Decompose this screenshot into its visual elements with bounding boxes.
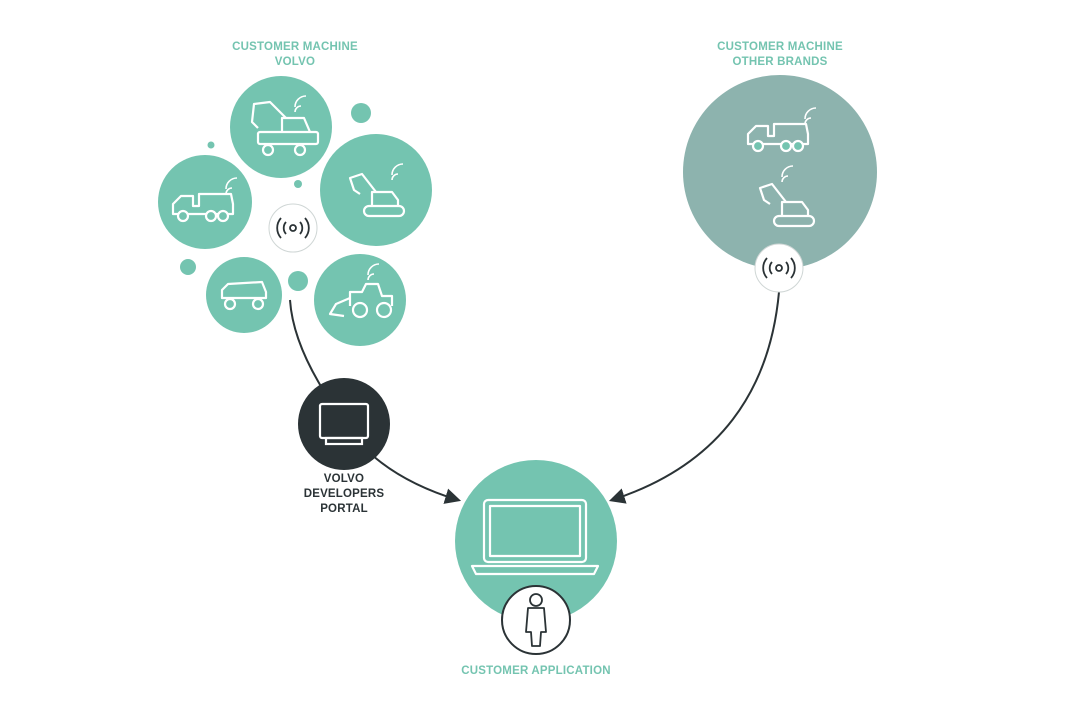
developers-portal-node (298, 378, 390, 470)
other-brands-bubble (683, 75, 877, 293)
customer-application-node (455, 460, 617, 655)
label-line: OTHER BRANDS (732, 56, 828, 68)
label-line: VOLVO (323, 473, 365, 485)
volvo-machine-bubble-hauler (158, 155, 252, 249)
volvo-machine-bubble-wheel-loader (314, 254, 406, 346)
excavator-wheeled-icon (250, 100, 320, 157)
label-line: CUSTOMER MACHINE (717, 41, 843, 53)
volvo-machine-bubble-dump-truck (206, 257, 282, 333)
wheel-loader-icon (328, 282, 394, 319)
label-line: PORTAL (320, 503, 368, 515)
label-line: CUSTOMER MACHINE (232, 41, 358, 53)
label-line: DEVELOPERS (303, 488, 385, 500)
label-line: CUSTOMER APPLICATION (461, 665, 611, 677)
connector-other-brands-to-application (608, 291, 780, 504)
decor-dot (180, 259, 196, 275)
monitor-icon (318, 402, 370, 446)
wireless-signal-icon (754, 243, 804, 293)
label-customer-machine-other-brands: CUSTOMER MACHINE OTHER BRANDS (685, 40, 875, 70)
decor-dot (351, 103, 371, 123)
decor-dot (207, 141, 215, 149)
volvo-machine-bubble-crawler (320, 134, 432, 246)
connector-portal-to-application (371, 454, 462, 504)
dump-truck-icon (220, 280, 268, 311)
label-volvo-developers-portal: VOLVO DEVELOPERS PORTAL (284, 472, 404, 517)
volvo-machine-bubble-excavator (230, 76, 332, 178)
laptop-icon (470, 498, 600, 576)
decor-dot (294, 180, 302, 188)
wireless-signal-icon (268, 203, 318, 253)
person-icon (501, 585, 571, 655)
label-customer-application: CUSTOMER APPLICATION (426, 664, 646, 679)
connector-volvo-to-portal (289, 299, 323, 389)
label-customer-machine-volvo: CUSTOMER MACHINE VOLVO (200, 40, 390, 70)
decor-dot (288, 271, 308, 291)
label-line: VOLVO (274, 56, 316, 68)
